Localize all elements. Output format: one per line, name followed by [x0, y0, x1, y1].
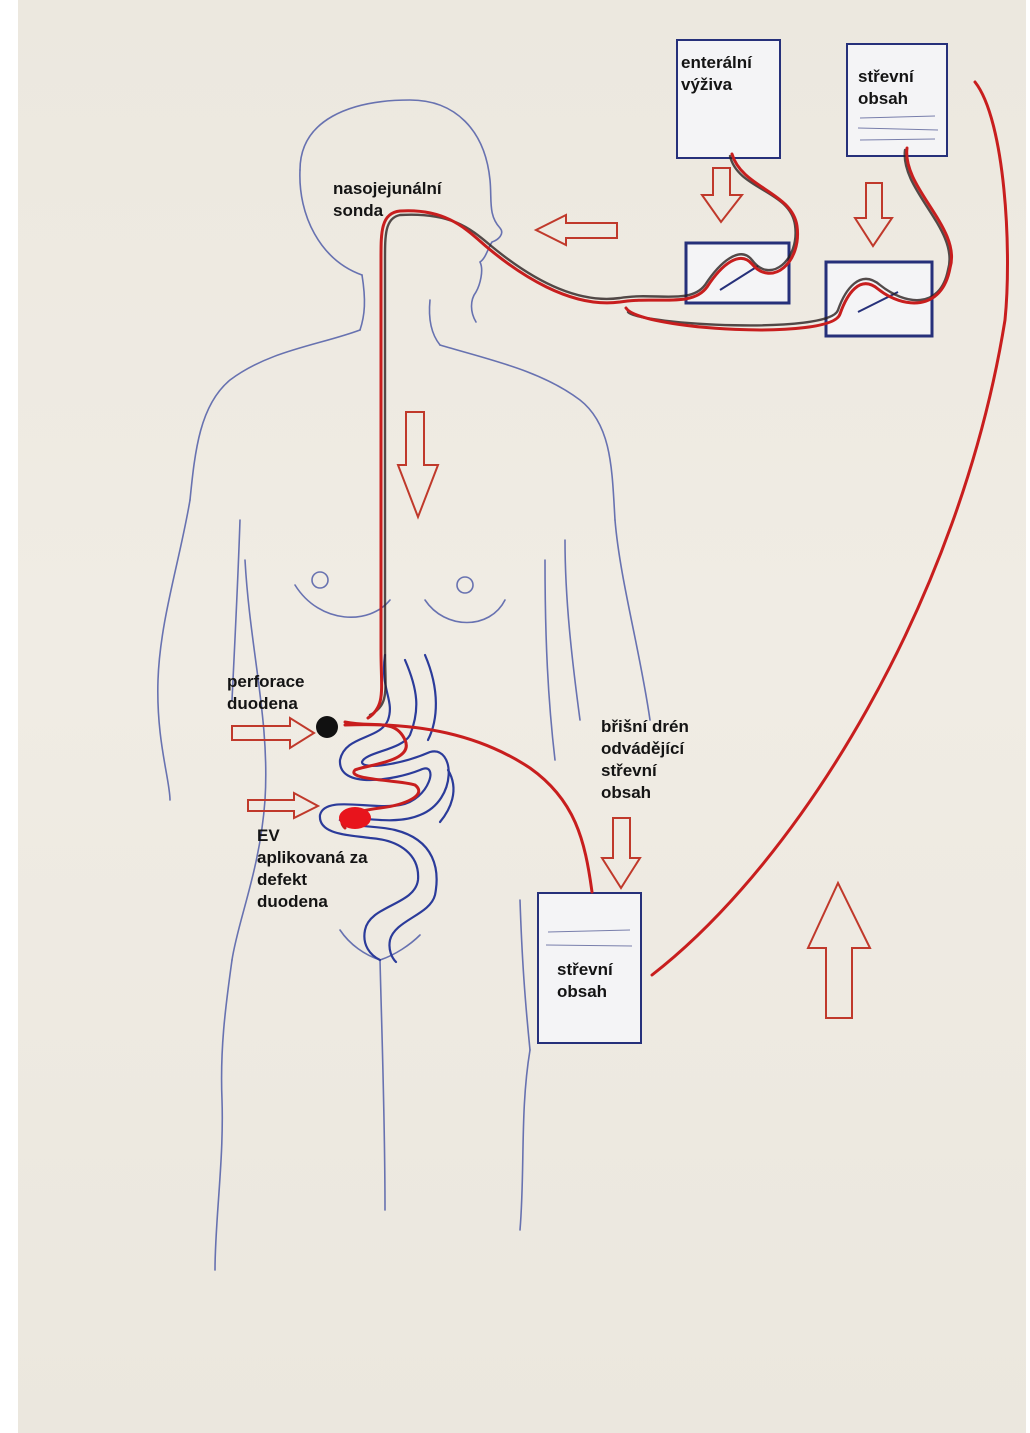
- arrow-to-nose: [536, 215, 617, 245]
- tube-red: [342, 82, 1008, 975]
- label-ev-applied: EV aplikovaná za defekt duodena: [257, 825, 368, 913]
- arrow-to-perforation: [232, 718, 314, 748]
- arrow-down-esophagus: [398, 412, 438, 517]
- label-nasojejunal-tube: nasojejunální sonda: [333, 178, 442, 222]
- label-enteral-nutrition: enterální výživa: [681, 52, 752, 96]
- arrow-down-content-top: [855, 183, 892, 246]
- perforation-marker: [316, 716, 338, 738]
- label-intestinal-content-top: střevní obsah: [858, 66, 914, 110]
- arrow-down-drain: [602, 818, 640, 888]
- arrow-to-ev: [248, 793, 318, 818]
- label-abdominal-drain: břišní drén odvádějící střevní obsah: [601, 716, 689, 804]
- label-intestinal-content-bottom: střevní obsah: [557, 959, 613, 1003]
- tube-shadow: [370, 150, 950, 715]
- arrow-up-return: [808, 883, 870, 1018]
- label-duodenal-perforation: perforace duodena: [227, 671, 304, 715]
- arrow-down-enteral: [702, 168, 742, 222]
